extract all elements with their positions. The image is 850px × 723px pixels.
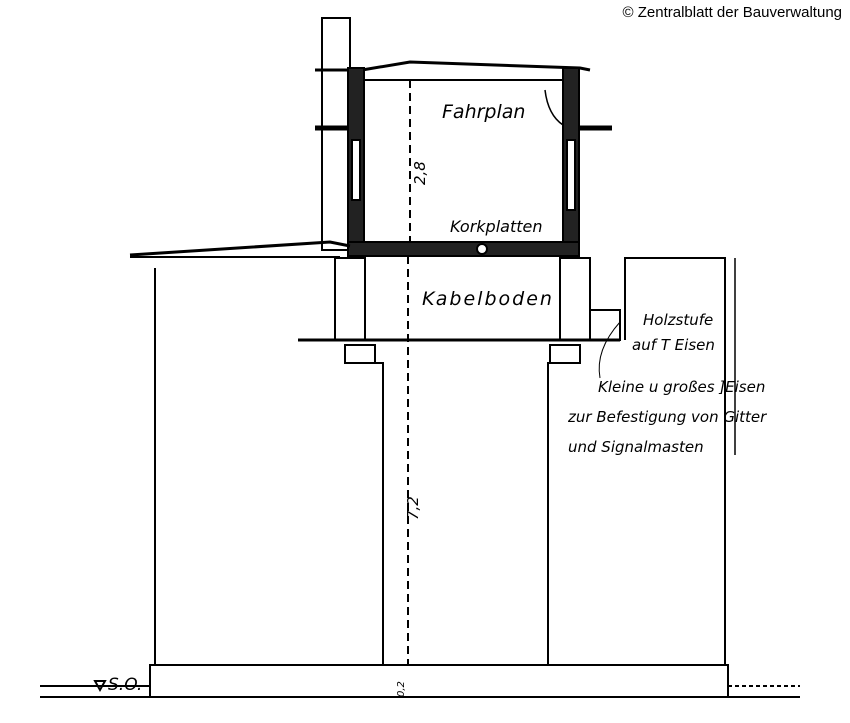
label-holzstufe: Holzstufe — [643, 311, 713, 329]
note-line-3: und Signalmasten — [568, 438, 704, 456]
note-line-2: zur Befestigung von Gitter — [567, 408, 767, 426]
note-line-1: Kleine u großes ]Eisen — [598, 378, 765, 396]
dimension-upper: 2,8 — [411, 161, 429, 185]
cork-floor — [347, 241, 580, 257]
foundation — [149, 664, 729, 698]
label-korkplatten: Korkplatten — [450, 217, 543, 236]
ground-level-label: S.O. — [108, 675, 142, 695]
label-holzstufe-2: auf T Eisen — [632, 336, 715, 354]
label-fahrplan: Fahrplan — [442, 101, 525, 123]
label-kabelboden: Kabelboden — [422, 288, 554, 310]
dimension-lower: 7,2 — [404, 496, 422, 520]
copyright-credit: © Zentralblatt der Bauverwaltung — [622, 4, 843, 21]
dimension-base: 0,2 — [396, 681, 407, 697]
chimney — [321, 17, 351, 251]
